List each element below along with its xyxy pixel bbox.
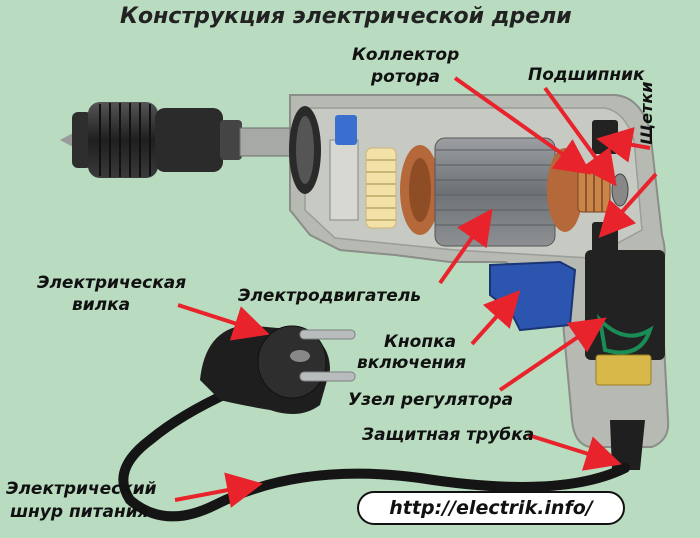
rotor-winding-front <box>400 145 440 235</box>
label-brushes: Щетки <box>637 81 656 145</box>
arrow-regulator <box>498 317 607 392</box>
drill-chuck <box>60 102 242 178</box>
brush-top <box>592 120 618 154</box>
label-button-line1: Кнопка <box>384 332 457 352</box>
gear-block <box>329 139 359 221</box>
label-button-line2: включения <box>357 353 467 373</box>
spindle <box>239 127 291 157</box>
electric-plug <box>200 325 356 414</box>
arrow-plug <box>177 303 270 341</box>
label-plug-line1: Электрическая <box>37 273 187 293</box>
arrow-brush-top <box>596 127 651 163</box>
label-cord-line1: Электрический <box>6 479 157 499</box>
label-bearing: Подшипник <box>528 65 645 85</box>
power-cord <box>118 363 630 522</box>
blue-part <box>335 115 357 145</box>
front-gear <box>289 106 321 194</box>
label-cord-line2: шнур питания <box>10 502 149 522</box>
arrow-tube <box>527 433 622 471</box>
label-collector-line1: Коллектор <box>352 45 460 65</box>
arrow-button <box>470 290 521 346</box>
arrow-cord <box>174 472 263 508</box>
label-tube: Защитная трубка <box>362 425 535 445</box>
arrow-bearing <box>543 86 617 187</box>
label-regulator: Узел регулятора <box>348 390 514 410</box>
diagram-title: Конструкция электрической дрели <box>120 4 572 29</box>
arrow-motor <box>438 208 493 285</box>
label-motor: Электродвигатель <box>238 286 422 306</box>
arrow-collector <box>453 76 592 175</box>
plastic-gear <box>365 147 397 229</box>
source-url: http://electrik.info/ <box>389 497 593 519</box>
protective-tube <box>610 420 645 470</box>
source-url-box: http://electrik.info/ <box>357 491 625 525</box>
label-plug-line2: вилка <box>72 295 131 315</box>
label-collector-line2: ротора <box>371 67 441 87</box>
trigger-button <box>489 260 577 332</box>
arrow-brush-bottom <box>598 172 658 238</box>
motor-stator <box>434 137 556 247</box>
rear-bearing <box>611 173 629 207</box>
